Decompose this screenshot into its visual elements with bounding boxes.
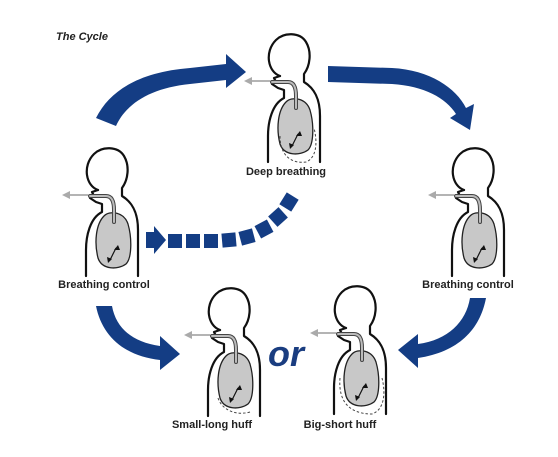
- label-deep-breathing: Deep breathing: [246, 166, 326, 178]
- figure-breathing-control-right: [426, 146, 506, 278]
- or-connector: or: [268, 333, 306, 374]
- figure-breathing-control-left: [60, 146, 140, 278]
- diagram-title: The Cycle: [56, 31, 108, 43]
- cycle-arrow-dashed: [146, 192, 299, 254]
- label-big-short-huff: Big-short huff: [304, 419, 377, 431]
- label-breathing-control-left: Breathing control: [58, 279, 150, 291]
- label-small-long-huff: Small-long huff: [172, 419, 252, 431]
- cycle-arrow-top-left: [96, 54, 246, 126]
- cycle-arrow-top-right: [328, 66, 474, 130]
- label-breathing-control-right: Breathing control: [422, 279, 514, 291]
- figure-small-long-huff: [182, 286, 262, 418]
- cycle-arrow-bottom-left: [96, 306, 180, 370]
- figure-big-short-huff: [308, 284, 388, 416]
- cycle-arrow-bottom-right: [398, 298, 486, 368]
- figure-deep-breathing: [242, 32, 322, 164]
